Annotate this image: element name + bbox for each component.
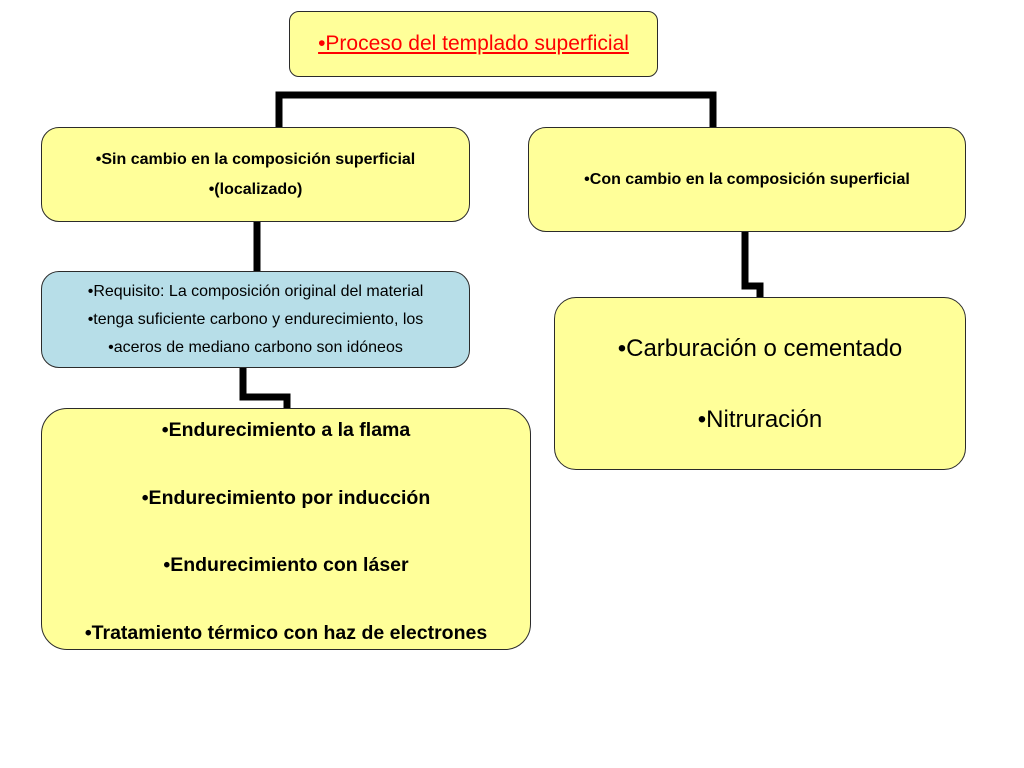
requirement-line-3: •aceros de mediano carbono son idóneos xyxy=(108,338,403,356)
root-title: •Proceso del templado superficial xyxy=(318,32,629,55)
method-item-electron-beam: •Tratamiento térmico con haz de electron… xyxy=(84,621,488,644)
right-branch-node: •Con cambio en la composición superficia… xyxy=(528,127,966,232)
chemical-item-nitriding: •Nitruración xyxy=(697,405,823,433)
requirement-line-1: •Requisito: La composición original del … xyxy=(87,282,424,300)
chemical-methods-node: •Carburación o cementado •Nitruración xyxy=(554,297,966,470)
method-item-laser: •Endurecimiento con láser xyxy=(163,554,409,577)
requirement-line-2: •tenga suficiente carbono y endurecimien… xyxy=(87,310,424,328)
connector-right-chemical xyxy=(741,232,764,297)
connector-root-branches xyxy=(275,91,717,127)
connector-requirement-methods xyxy=(239,368,291,408)
chemical-item-carburizing: •Carburación o cementado xyxy=(617,335,903,363)
root-node: •Proceso del templado superficial xyxy=(289,11,658,77)
method-item-flame: •Endurecimiento a la flama xyxy=(161,419,411,441)
right-branch-line-1: •Con cambio en la composición superficia… xyxy=(584,170,910,188)
left-branch-line-2: •(localizado) xyxy=(208,180,303,198)
method-item-induction: •Endurecimiento por inducción xyxy=(141,486,431,509)
requirement-node: •Requisito: La composición original del … xyxy=(41,271,470,368)
methods-node: •Endurecimiento a la flama •Endurecimien… xyxy=(41,408,531,650)
left-branch-node: •Sin cambio en la composición superficia… xyxy=(41,127,470,222)
left-branch-line-1: •Sin cambio en la composición superficia… xyxy=(95,150,416,168)
